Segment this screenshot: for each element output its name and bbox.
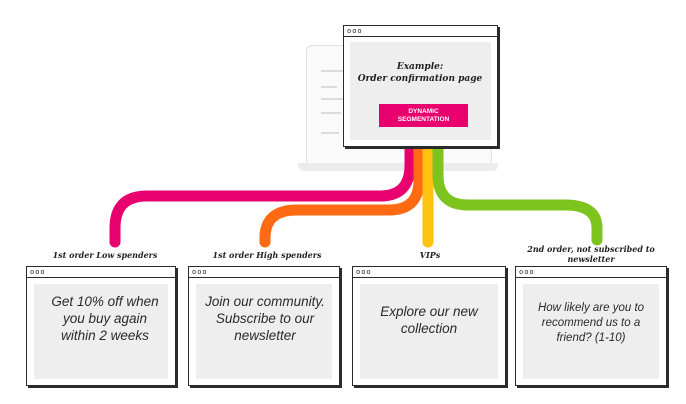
example-window: ooo (343, 25, 498, 147)
window-controls: ooo (189, 267, 339, 278)
badge-line1: DYNAMIC (408, 107, 439, 115)
segment-window-high-spenders: ooo (188, 266, 340, 386)
segment-message-high-spenders: Join our community. Subscribe to our new… (205, 294, 325, 343)
flow-line-green (432, 121, 603, 246)
flow-line-orange (259, 121, 425, 248)
segment-panel (523, 284, 659, 379)
example-title-line1: Example: (396, 62, 444, 72)
segment-panel (196, 284, 332, 379)
segment-window-low-spenders: ooo (26, 266, 176, 386)
segment-message-low-spenders: Get 10% off when you buy again within 2 … (51, 294, 159, 343)
segment-message-newsletter: How likely are you to recommend us to a … (537, 302, 645, 344)
segment-label-low-spenders: 1st order Low spenders (52, 250, 158, 260)
segment-label-high-spenders: 1st order High spenders (212, 250, 322, 260)
segment-message-vips: Explore our new collection (380, 304, 478, 336)
flow-line-pink (109, 121, 416, 248)
segment-panel (360, 284, 498, 379)
window-controls: ooo (516, 267, 666, 278)
window-controls: ooo (27, 267, 175, 278)
segment-panel (34, 284, 168, 379)
badge-line2: SEGMENTATION (397, 115, 450, 123)
segment-window-newsletter: ooo (515, 266, 667, 386)
segment-label-vips: VIPs (419, 250, 441, 260)
example-title-line2: Order confirmation page (357, 74, 483, 84)
dynamic-segmentation-badge: DYNAMIC SEGMENTATION (379, 104, 468, 127)
segment-label-newsletter: 2nd order, not subscribed to newsletter (527, 244, 655, 264)
laptop-base (298, 163, 498, 171)
segment-window-vips: ooo (352, 266, 506, 386)
window-controls: ooo (344, 26, 497, 37)
window-controls: ooo (353, 267, 505, 278)
